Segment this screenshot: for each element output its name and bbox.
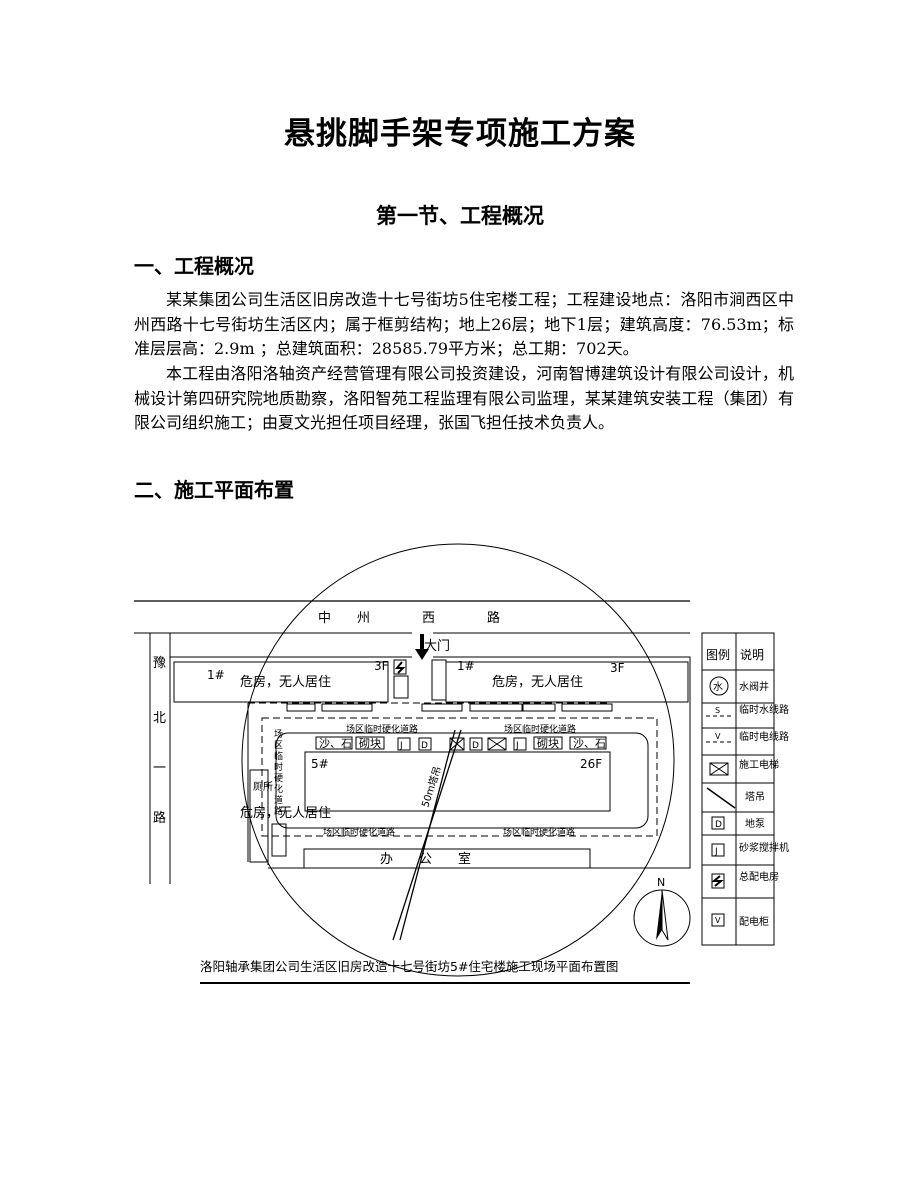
legend-distribution-room: 总配电房 bbox=[739, 870, 779, 883]
bldg-right-floors: 3F bbox=[610, 661, 625, 675]
bldg-left-note: 危房，无人居住 bbox=[240, 674, 331, 690]
road-temp-v-1: 场 bbox=[274, 729, 283, 740]
road-temp-bottom-right: 场区临时硬化道路 bbox=[503, 826, 575, 838]
road-temp-v-2: 区 bbox=[274, 740, 283, 751]
legend-tower-crane: 塔吊 bbox=[745, 790, 765, 803]
pump-symbol-2: D bbox=[472, 741, 479, 751]
road-temp-v-7: 道 bbox=[274, 794, 283, 806]
bldg-left-number: 1# bbox=[207, 668, 225, 682]
toilet-label: 厕所 bbox=[253, 781, 273, 793]
road-left-char-1: 豫 bbox=[153, 656, 166, 671]
legend-head-desc: 说明 bbox=[740, 647, 764, 662]
heading-layout: 二、施工平面布置 bbox=[134, 478, 294, 502]
sand-label-right: 沙、石 bbox=[573, 737, 606, 750]
road-temp-v-3: 临 bbox=[274, 750, 283, 762]
legend-elevator: 施工电梯 bbox=[739, 758, 779, 771]
bldg-right-note: 危房，无人居住 bbox=[492, 674, 583, 690]
paragraph-2: 本工程由洛阳洛轴资产经营管理有限公司投资建设，河南智博建筑设计有限公司设计，机械… bbox=[134, 364, 794, 432]
office-label: 办 公 室 bbox=[380, 851, 471, 867]
sand-label: 沙、石 bbox=[319, 737, 352, 750]
legend-pump-symbol: D bbox=[715, 820, 722, 830]
legend-water-line-symbol: S bbox=[715, 706, 720, 715]
legend-water-line: 临时水线路 bbox=[739, 703, 789, 716]
bldg-left-floors: 3F bbox=[374, 659, 389, 673]
road-temp-v-4: 时 bbox=[274, 761, 283, 773]
road-temp-top-left: 场区临时硬化道路 bbox=[346, 723, 418, 735]
road-left-char-2: 北 bbox=[153, 711, 166, 726]
legend-water-valve: 水阀井 bbox=[739, 680, 769, 693]
bldg-main-floors: 26F bbox=[580, 757, 602, 771]
road-top-label: 中 州 西 路 bbox=[318, 610, 500, 626]
legend-mortar-mixer: 砂浆搅拌机 bbox=[739, 841, 789, 854]
road-temp-v-5: 硬 bbox=[274, 773, 283, 784]
road-temp-v-8: 路 bbox=[274, 805, 283, 817]
plan-caption: 洛阳轴承集团公司生活区旧房改造十七号街坊5#住宅楼施工现场平面布置图 bbox=[200, 959, 618, 974]
mixer-symbol-2: J bbox=[515, 741, 519, 751]
bldg-main-number: 5# bbox=[311, 757, 329, 771]
bldg-left-vertical-note: 危房，无人居住 bbox=[240, 805, 331, 821]
brick-label-left: 砌块 bbox=[359, 737, 381, 750]
legend-mixer-symbol: J bbox=[714, 847, 718, 857]
legend-power-line: 临时电线路 bbox=[739, 730, 789, 743]
legend-head-symbol: 图例 bbox=[706, 648, 730, 662]
legend-cabinet-symbol: V bbox=[715, 916, 721, 925]
legend-distribution-cabinet: 配电柜 bbox=[739, 915, 769, 928]
road-temp-v-6: 化 bbox=[274, 783, 283, 795]
document-title: 悬挑脚手架专项施工方案 bbox=[284, 116, 636, 152]
brick-label-right: 砌块 bbox=[537, 737, 559, 750]
heading-overview: 一、工程概况 bbox=[134, 254, 254, 278]
bldg-right-number: 1# bbox=[457, 659, 475, 673]
gate-label: 大门 bbox=[424, 639, 450, 654]
north-label: N bbox=[657, 876, 665, 889]
legend-power-line-symbol: V bbox=[715, 732, 721, 741]
mixer-symbol-1: J bbox=[399, 741, 403, 751]
paragraph-1: 某某集团公司生活区旧房改造十七号街坊5住宅楼工程；工程建设地点：洛阳市涧西区中州… bbox=[134, 290, 794, 358]
road-left-char-4: 路 bbox=[153, 810, 166, 826]
section-title: 第一节、工程概况 bbox=[376, 203, 544, 228]
road-left-char-3: 一 bbox=[153, 761, 166, 776]
road-temp-top-right: 场区临时硬化道路 bbox=[504, 723, 576, 735]
legend-water-symbol: 水 bbox=[713, 681, 723, 693]
legend-ground-pump: 地泵 bbox=[745, 817, 765, 830]
road-temp-bottom-left: 场区临时硬化道路 bbox=[323, 826, 395, 838]
pump-symbol-1: D bbox=[421, 741, 428, 751]
